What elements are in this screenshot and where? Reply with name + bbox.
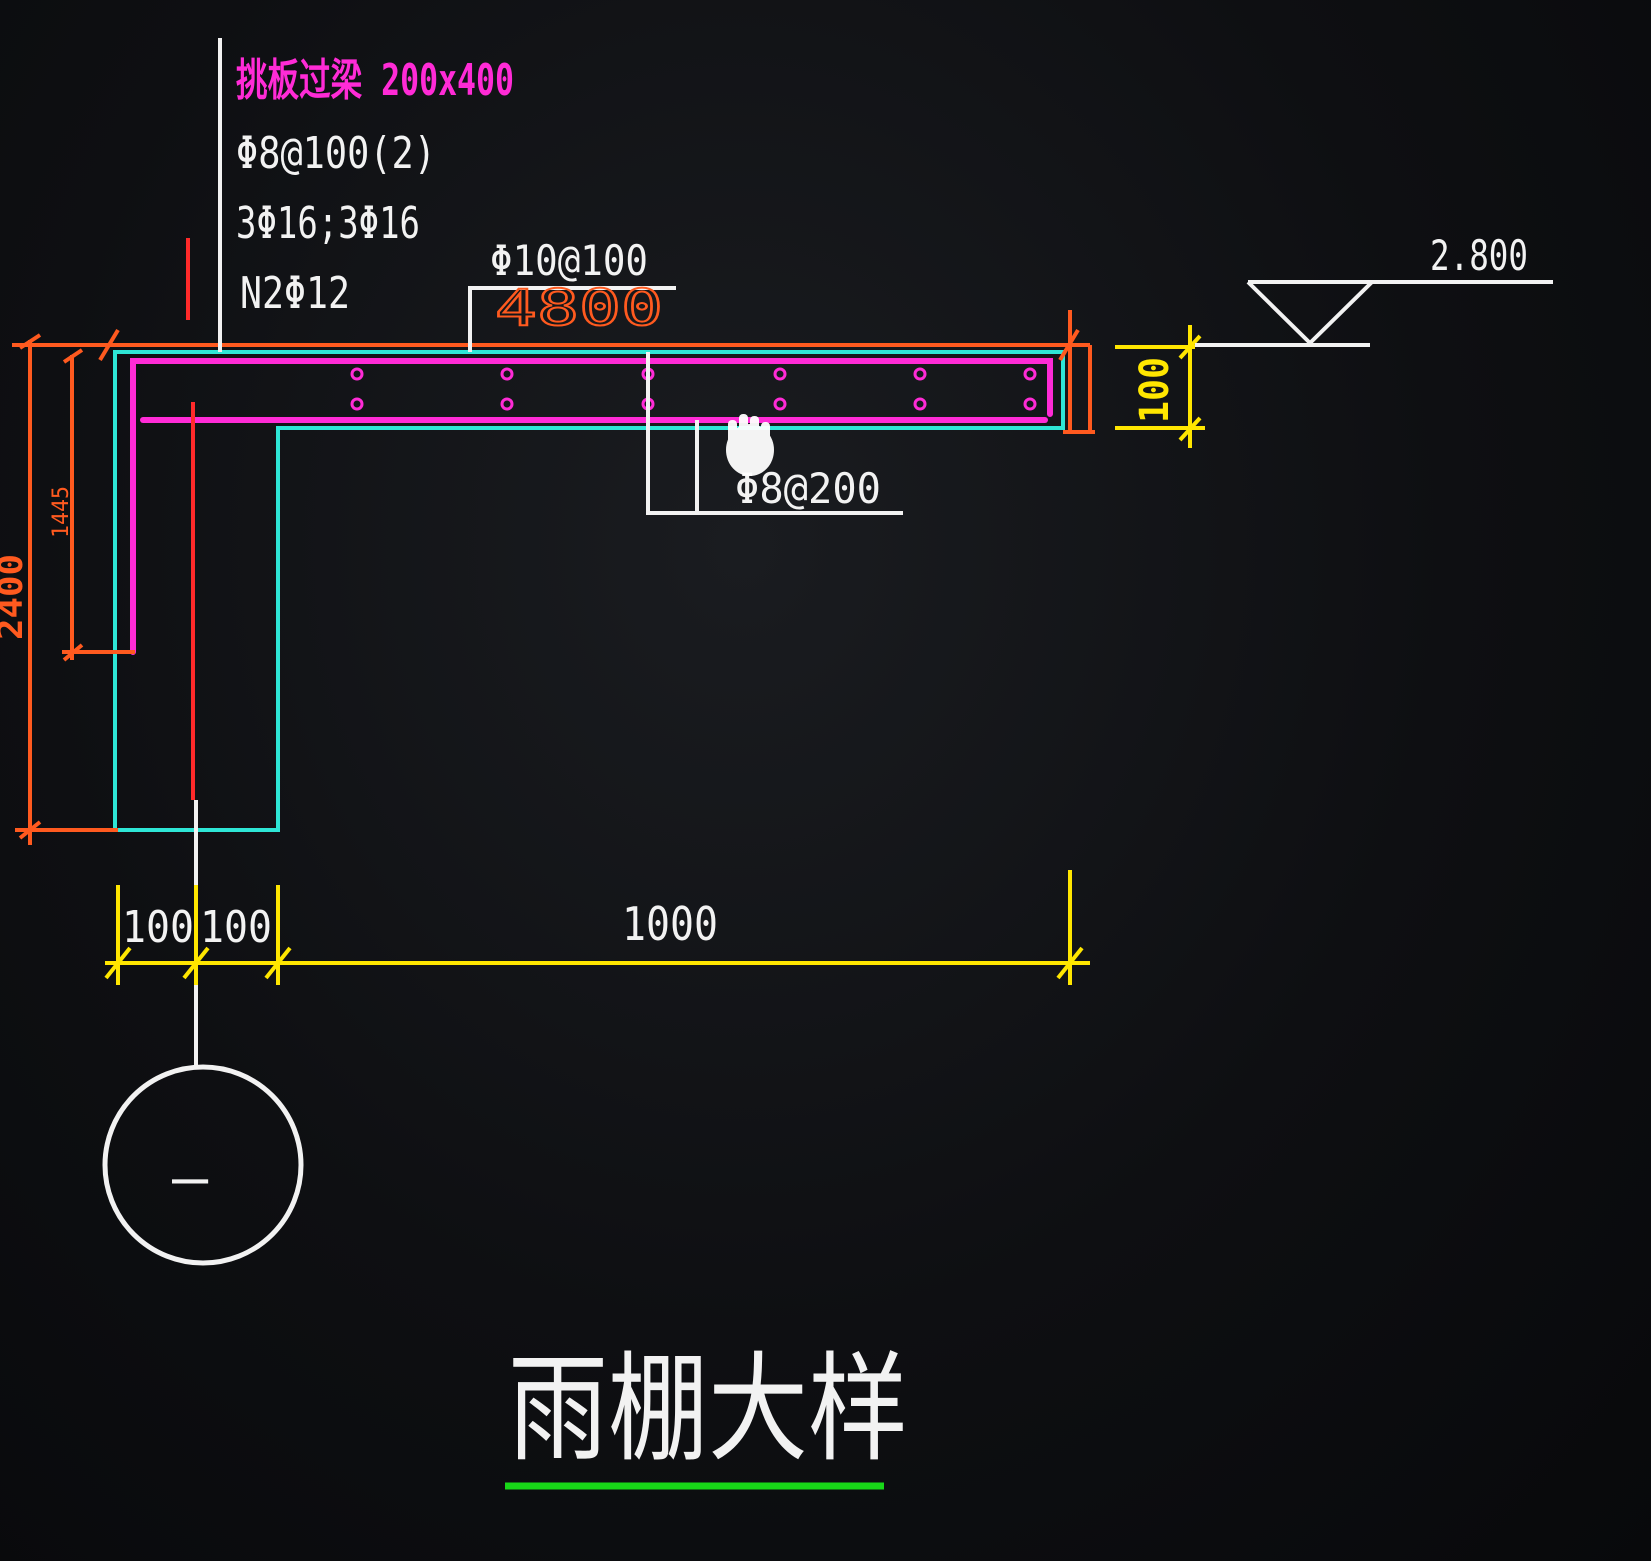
slab-thickness-dim: 100 <box>1132 357 1178 423</box>
beam-side-bars: N2Φ12 <box>240 268 350 319</box>
axis-circle <box>102 1064 304 1266</box>
top-bar-length: 4800 <box>495 279 663 337</box>
wall-right-dim: 100 <box>200 902 272 953</box>
axis-bubble: – <box>102 1064 304 1266</box>
rebar-group <box>130 358 1053 655</box>
top-bar-label: Φ10@100 <box>490 236 648 285</box>
beam-name-size: 挑板过梁 200x400 <box>236 55 514 106</box>
inner-leg-dim: 1445 <box>49 486 74 538</box>
elevation-value: 2.800 <box>1430 231 1528 280</box>
distribution-bars <box>350 367 1037 411</box>
hand-cursor-icon <box>726 414 774 476</box>
beam-slab-outline <box>113 350 1065 832</box>
orange-dimensions <box>12 310 1095 845</box>
axis-marker-label: – <box>172 1143 209 1213</box>
total-height-dim: 2400 <box>0 554 31 640</box>
top-rebar <box>130 358 1053 655</box>
drawing-title: 雨棚大样 <box>508 1340 908 1478</box>
elevation-marker <box>1195 280 1553 347</box>
beam-stirrups: Φ8@100(2) <box>236 128 436 179</box>
axis-line <box>186 238 195 800</box>
beam-longitudinal-bars: 3Φ16;3Φ16 <box>236 198 420 249</box>
cantilever-length-dim: 1000 <box>622 897 718 951</box>
concrete-outline <box>113 350 1065 832</box>
annotation-leaders <box>218 38 903 515</box>
wall-left-dim: 100 <box>122 902 194 953</box>
yellow-dimensions <box>104 325 1205 985</box>
